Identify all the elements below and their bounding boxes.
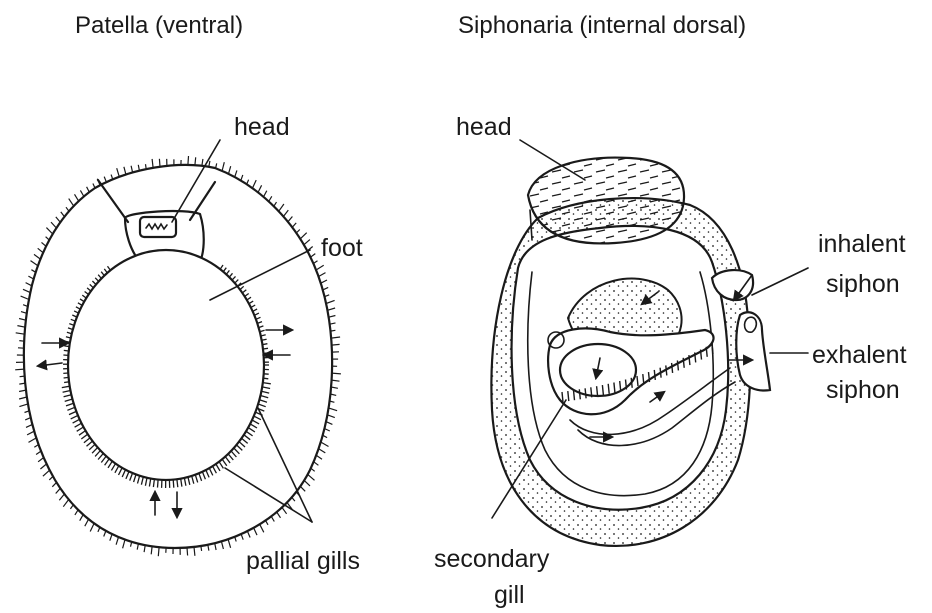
patella-tentacle-right xyxy=(190,182,215,220)
siphonaria-head xyxy=(528,158,684,244)
patella-tentacle-left xyxy=(98,180,128,222)
siphonaria-secondary-label: secondary xyxy=(434,545,550,573)
siphonaria-title: Siphonaria (internal dorsal) xyxy=(458,12,746,39)
siphonaria-exhalent-siphon xyxy=(736,312,770,390)
siphonaria-head-label: head xyxy=(456,113,512,141)
patella-foot xyxy=(68,250,264,480)
patella-title: Patella (ventral) xyxy=(75,12,243,39)
patella-current-arrow xyxy=(38,363,62,366)
patella-radula xyxy=(146,224,167,229)
siphonaria-exhalent-label: exhalent xyxy=(812,341,907,369)
siphonaria-inhalent-label-2: siphon xyxy=(826,270,900,298)
patella-foot-label: foot xyxy=(321,234,363,262)
patella-gills-label: pallial gills xyxy=(246,547,360,575)
siphonaria-inhalent-leader xyxy=(752,268,808,295)
siphonaria-inhalent-label: inhalent xyxy=(818,230,906,258)
patella-head-label: head xyxy=(234,113,290,141)
siphonaria-secondary-label-2: gill xyxy=(494,581,525,609)
patella-mouth xyxy=(140,217,176,237)
siphonaria-exhalent-label-2: siphon xyxy=(826,376,900,404)
siphonaria-panel: Siphonaria (internal dorsal) xyxy=(434,12,907,609)
patella-panel: Patella (ventral) head foot pallial gill… xyxy=(15,12,363,575)
